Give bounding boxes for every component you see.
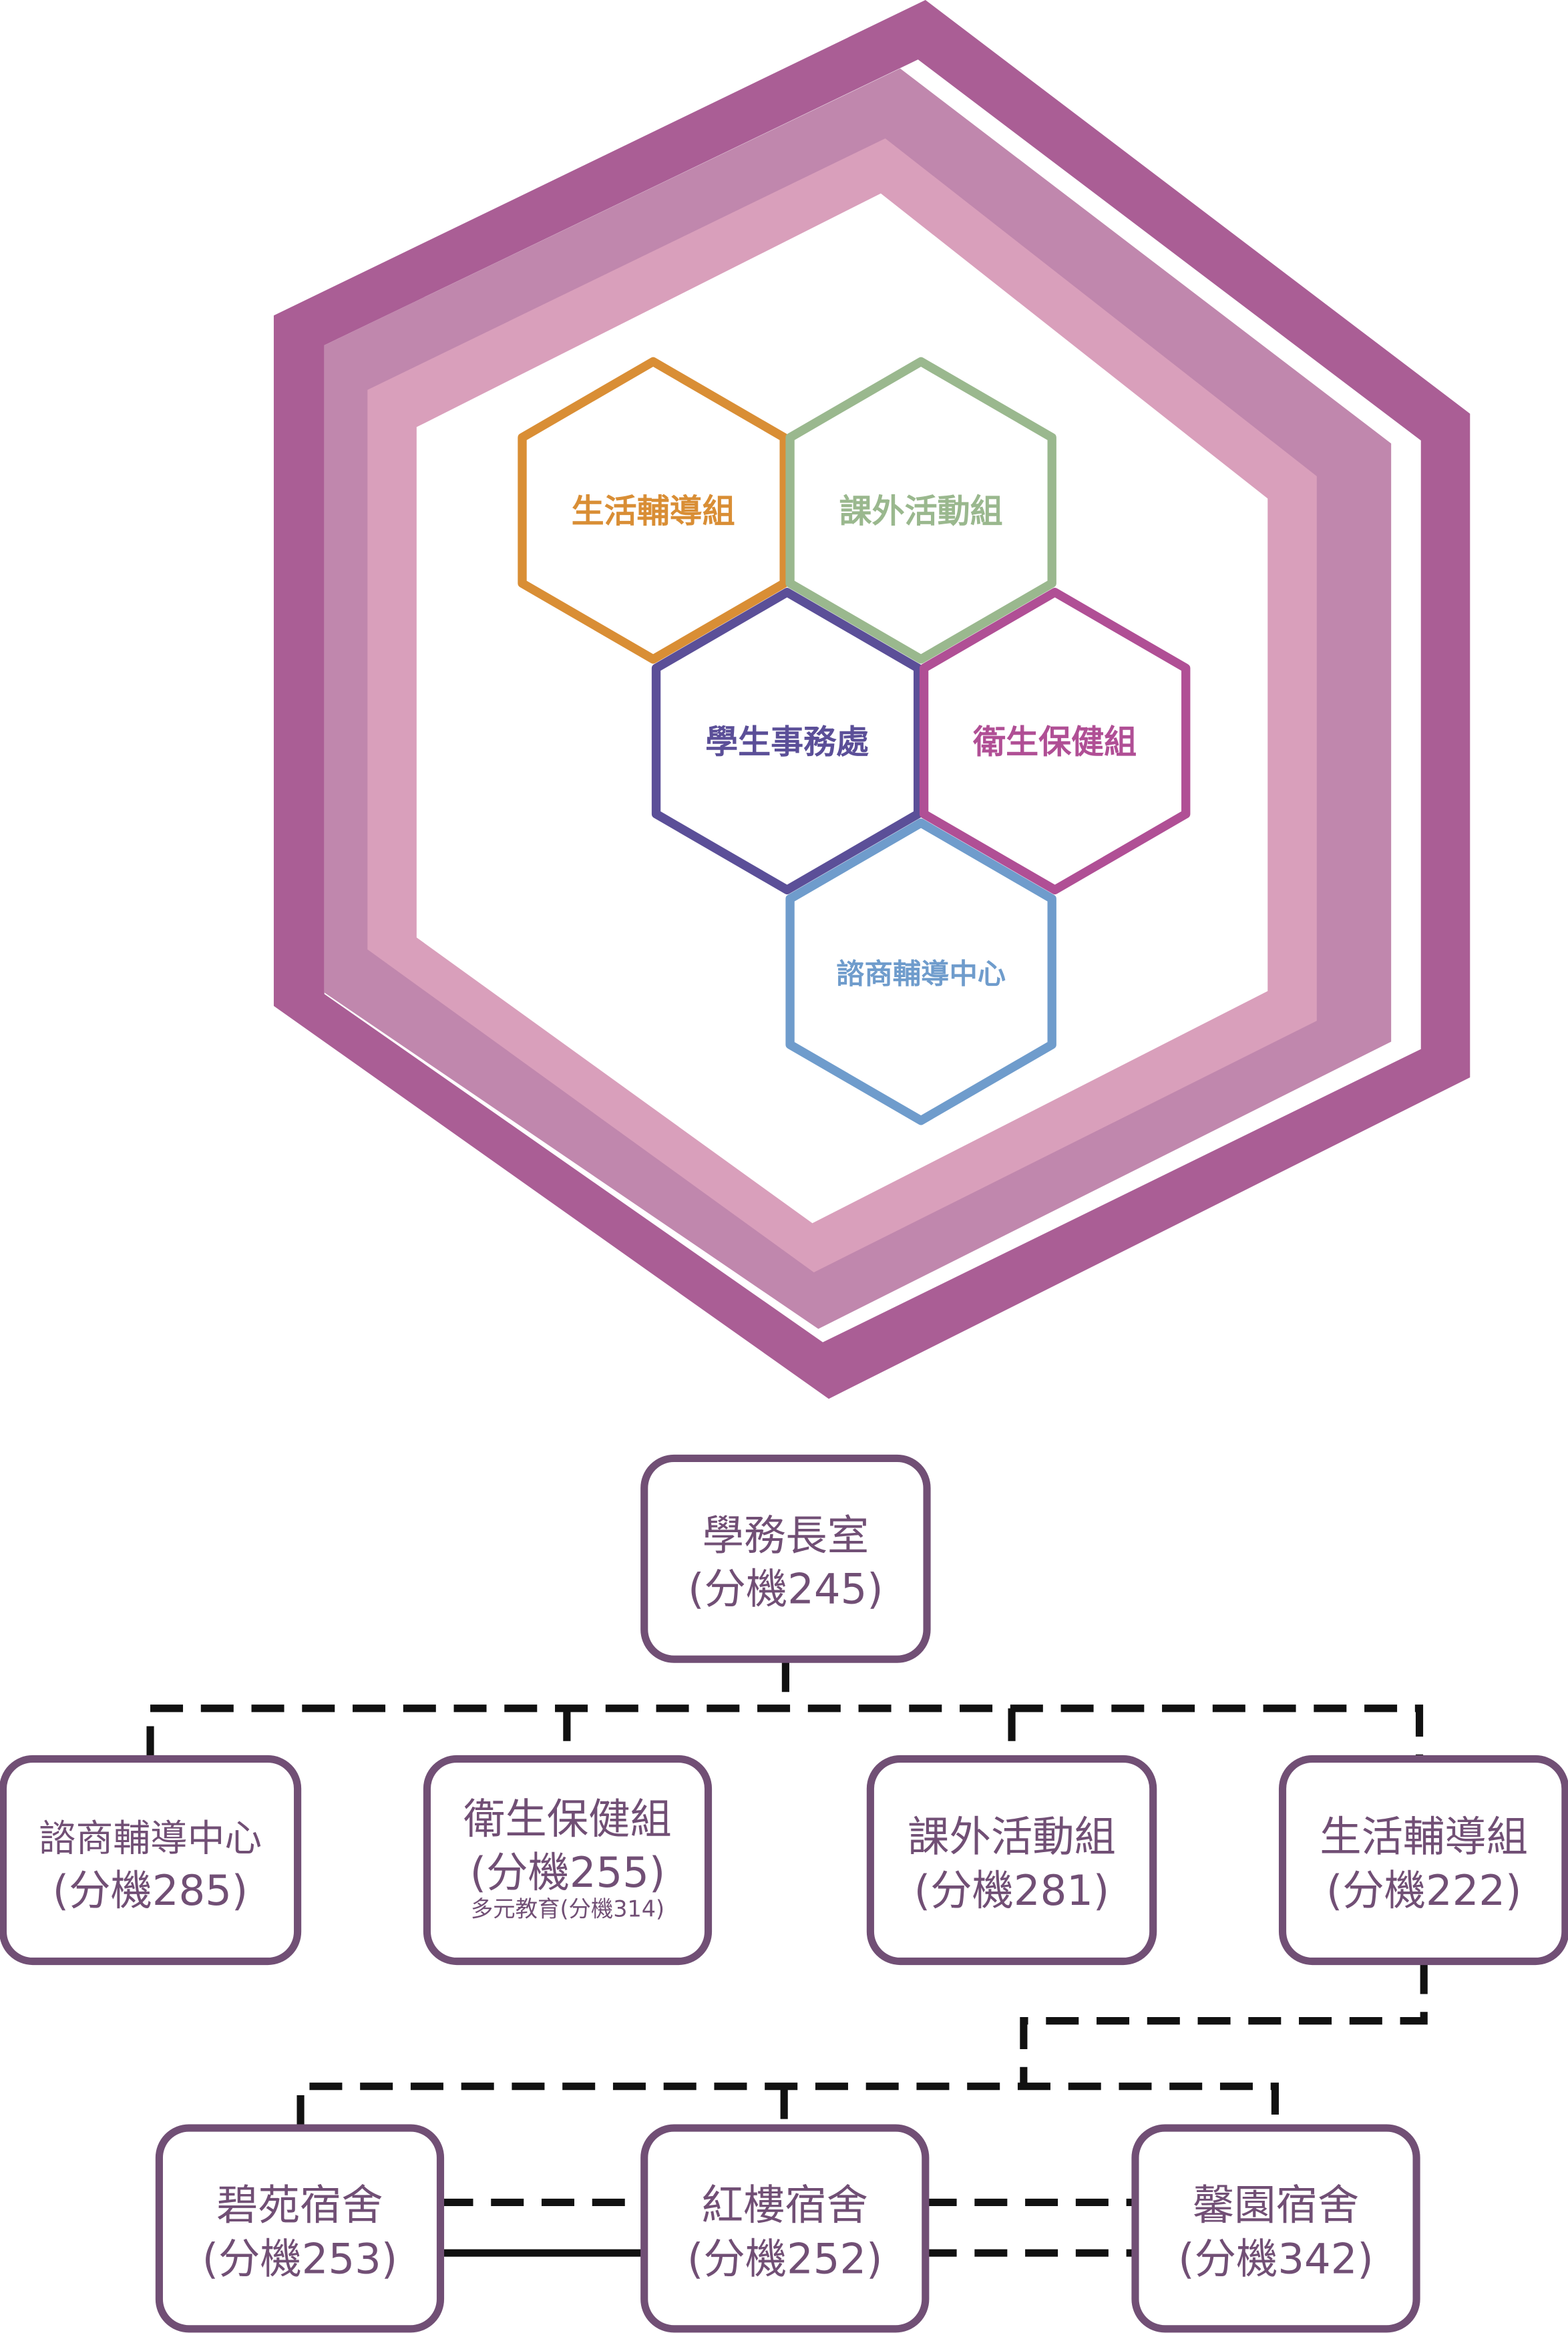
dorm-box: 馨園宿舍 (分機342) (1131, 2124, 1420, 2333)
hexagon-health: 衛生保健組 (919, 588, 1191, 895)
unit-extension: (分機285) (53, 1866, 248, 1915)
box-outline (1278, 1755, 1568, 1966)
outer-hexagon-frame (273, 0, 1471, 1399)
hexagon-label: 衛生保健組 (972, 723, 1137, 761)
hexagon-label: 學生事務處 (705, 723, 869, 761)
hexagon-label: 生活輔導組 (572, 492, 735, 530)
box-outline (866, 1755, 1157, 1966)
box-outline (1131, 2124, 1420, 2333)
dorm-box: 碧苑宿舍 (分機253) (155, 2124, 445, 2333)
unit-extension: (分機245) (688, 1565, 883, 1614)
hexagon-outline (785, 818, 1056, 1125)
org-connectors (146, 1659, 1428, 2257)
dorm-box: 紅樓宿舍 (分機252) (640, 2124, 930, 2333)
unit-box: 諮商輔導中心 (分機285) (0, 1755, 302, 1966)
hexagon-extra: 課外活動組 (785, 357, 1056, 664)
hexagon-life: 生活輔導組 (518, 357, 789, 664)
unit-box: 生活輔導組 (分機222) (1278, 1755, 1568, 1966)
unit-box: 衛生保健組 (分機255)多元教育(分機314) (423, 1755, 713, 1966)
unit-extension: (分機253) (202, 2234, 397, 2283)
hexagon-counsel: 諮商輔導中心 (785, 818, 1056, 1125)
box-outline (640, 2124, 930, 2333)
unit-name: 紅樓宿舍 (702, 2181, 869, 2229)
unit-name: 諮商輔導中心 (39, 1817, 262, 1861)
hexagon-label: 諮商輔導中心 (836, 958, 1006, 991)
hexagon-outline (919, 588, 1191, 895)
unit-name: 學務長室 (703, 1511, 869, 1560)
unit-name: 衛生保健組 (463, 1795, 672, 1843)
box-outline (155, 2124, 445, 2333)
unit-box: 課外活動組 (分機281) (866, 1755, 1157, 1966)
unit-extension: (分機252) (687, 2234, 882, 2283)
unit-sub-extension: 多元教育(分機314) (471, 1896, 664, 1922)
unit-name: 課外活動組 (908, 1813, 1116, 1861)
hexagon-outline (785, 357, 1056, 664)
box-outline (640, 1454, 931, 1663)
box-outline (0, 1755, 302, 1966)
hexagon-outline (651, 588, 923, 895)
unit-name: 馨園宿舍 (1193, 2181, 1360, 2229)
org-boxes: 學務長室 (分機245) 諮商輔導中心 (分機285) 衛生保健組 (分機255)多元教育… (0, 1454, 1568, 2333)
unit-name: 生活輔導組 (1320, 1813, 1528, 1861)
unit-extension: (分機281) (914, 1866, 1109, 1915)
life-to-dorms-connector (297, 1961, 1428, 2129)
dorm-link-dashed (440, 2198, 1135, 2257)
dean-connector (146, 1659, 1424, 1759)
hexagon-office: 學生事務處 (651, 588, 923, 895)
unit-extension: (分機342) (1178, 2234, 1373, 2283)
unit-extension: (分機222) (1326, 1866, 1521, 1915)
unit-name: 碧苑宿舍 (216, 2181, 383, 2229)
unit-extension: (分機255) (470, 1848, 665, 1897)
box-outline (423, 1755, 713, 1966)
hexagon-outline (518, 357, 789, 664)
dean-office-box: 學務長室 (分機245) (640, 1454, 931, 1663)
hexagon-label: 課外活動組 (839, 492, 1003, 530)
